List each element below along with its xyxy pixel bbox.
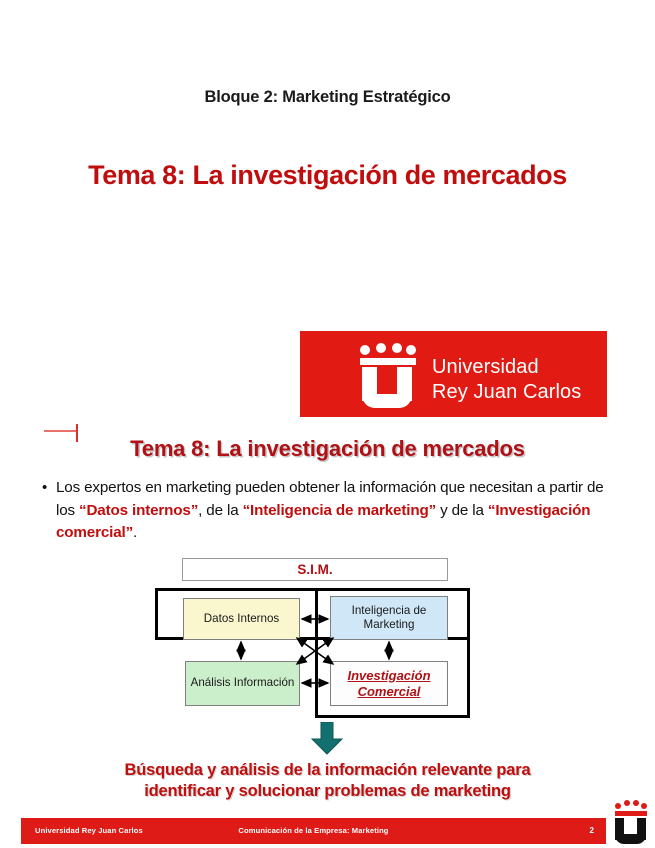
down-arrow-icon	[310, 722, 344, 755]
page-title: Tema 8: La investigación de mercados	[88, 160, 567, 190]
logo-wordmark: Universidad Rey Juan Carlos	[432, 355, 581, 405]
diagram-connector-arrows	[236, 614, 394, 688]
bullet-plain-text: y de la	[436, 501, 488, 519]
conclusion-line-1: Búsqueda y análisis de la información re…	[124, 761, 531, 779]
page-number: 2	[589, 826, 594, 835]
logo-line-2: Rey Juan Carlos	[432, 381, 582, 403]
diagram-box-investigacion-comercial: Investigación Comercial	[330, 661, 448, 706]
bullet-highlight-term: “Inteligencia de marketing”	[242, 501, 437, 519]
diagram-box-analisis-informacion: Análisis Información	[185, 661, 300, 706]
bullet-paragraph: Los expertos en marketing pueden obtener…	[56, 477, 617, 545]
urjc-logo-banner: Universidad Rey Juan Carlos	[300, 331, 607, 417]
bullet-plain-text: , de la	[198, 501, 243, 519]
diagram-box-inteligencia-marketing: Inteligencia de Marketing	[330, 596, 448, 640]
block-heading: Bloque 2: Marketing Estratégico	[204, 88, 451, 106]
footer-urjc-logo-icon	[607, 798, 651, 846]
footer-letter-u-icon	[613, 818, 649, 846]
footer-left-text: Universidad Rey Juan Carlos	[35, 826, 143, 835]
bullet-plain-text: Los expertos en marketing pueden obtener…	[56, 479, 604, 519]
footer-center-text: Comunicación de la Empresa: Marketing	[238, 826, 389, 835]
diagram-box-datos-internos: Datos Internos	[183, 598, 300, 640]
sim-header-box: S.I.M.	[182, 558, 448, 581]
letter-u-icon	[358, 367, 418, 411]
conclusion-line-2: identificar y solucionar problemas de ma…	[144, 782, 511, 800]
slide-subtitle: Tema 8: La investigación de mercados	[130, 436, 525, 461]
crop-mark	[44, 424, 82, 442]
bullet-marker: •	[42, 479, 48, 496]
bullet-highlight-term: “Investigación comercial”	[56, 501, 591, 542]
footer-bar: Universidad Rey Juan Carlos Comunicación…	[21, 818, 606, 844]
crown-icon	[360, 343, 416, 365]
bullet-highlight-term: “Datos internos”	[79, 501, 199, 519]
logo-line-1: Universidad	[432, 356, 539, 378]
sim-diagram: S.I.M. Datos Internos Inteligencia de Ma…	[150, 550, 490, 730]
bullet-plain-text: .	[133, 524, 138, 541]
bullet-list-item: • Los expertos en marketing pueden obten…	[42, 477, 617, 545]
conclusion-text: Búsqueda y análisis de la información re…	[0, 760, 655, 802]
urjc-crown-u-icon	[352, 343, 424, 409]
